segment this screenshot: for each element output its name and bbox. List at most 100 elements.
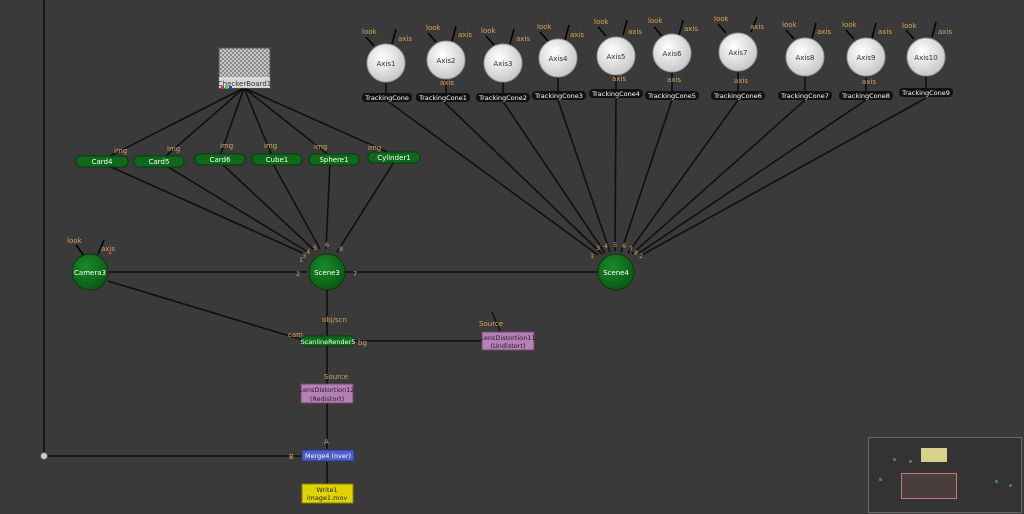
write1-node[interactable]: Write1 image1.mov bbox=[301, 483, 354, 504]
lens-distortion11-node[interactable]: LensDistortion11 (Undistort) Source bbox=[479, 320, 536, 351]
tracking-cone6-label: TrackingCone6 bbox=[713, 92, 762, 100]
minimap-node-dot bbox=[909, 460, 912, 463]
tracking-cone1-label: TrackingCone1 bbox=[418, 94, 467, 102]
axis1-label: Axis1 bbox=[377, 60, 396, 68]
camera3-node[interactable]: Camera3 look axis bbox=[67, 237, 115, 291]
camera3-look-input: look bbox=[67, 237, 83, 245]
axis7-look-input: look bbox=[714, 15, 730, 23]
axis7-node[interactable]: Axis7 look axis axis bbox=[714, 15, 764, 85]
lens-distortion12-source-input: Source bbox=[324, 373, 348, 381]
scanline-bg-input: bg bbox=[358, 339, 367, 347]
axis3-look-input: look bbox=[481, 27, 497, 35]
axis8-look-input: look bbox=[782, 21, 798, 29]
lens-distortion12-sublabel: (Redistort) bbox=[310, 395, 344, 403]
axis2-axis-out: axis bbox=[440, 79, 454, 87]
tracking-cone-label: TrackingCone bbox=[364, 94, 409, 102]
card5-img-input: img bbox=[167, 145, 180, 153]
card5-node[interactable]: Card5 img bbox=[133, 145, 185, 168]
axis9-node[interactable]: Axis9 look axis axis bbox=[842, 21, 892, 86]
tracking-cone6-node[interactable]: TrackingCone6 bbox=[711, 91, 765, 100]
cube1-node[interactable]: Cube1 img bbox=[251, 142, 303, 166]
tracking-cone9-label: TrackingCone9 bbox=[901, 89, 950, 97]
axis8-node[interactable]: Axis8 look axis bbox=[782, 21, 831, 77]
axis4-axis-input: axis bbox=[570, 31, 584, 39]
scene4-label: Scene4 bbox=[603, 269, 629, 277]
axis2-label: Axis2 bbox=[437, 57, 456, 65]
cylinder1-node[interactable]: Cylinder1 img bbox=[367, 144, 421, 164]
dot-node[interactable] bbox=[40, 452, 48, 460]
wires bbox=[43, 0, 927, 484]
axis5-label: Axis5 bbox=[607, 53, 626, 61]
tracking-cone9-node[interactable]: TrackingCone9 bbox=[899, 88, 953, 97]
tracking-cone2-node[interactable]: TrackingCone2 bbox=[476, 93, 530, 102]
tracking-cone1-node[interactable]: TrackingCone1 bbox=[416, 93, 470, 102]
card6-node[interactable]: Card6 img bbox=[194, 142, 246, 166]
axis1-look-input: look bbox=[362, 28, 378, 36]
axis6-node[interactable]: Axis6 look axis axis bbox=[648, 17, 698, 84]
input-stubs bbox=[75, 16, 937, 257]
axis6-axis-out: axis bbox=[667, 76, 681, 84]
scene4-node[interactable]: Scene4 1 3 4 5 6 7 8 2 bbox=[590, 241, 643, 291]
axis10-look-input: look bbox=[902, 22, 918, 30]
card4-img-input: img bbox=[114, 147, 127, 155]
minimap-node-dot bbox=[1009, 484, 1012, 487]
card4-node[interactable]: Card4 img bbox=[75, 147, 129, 168]
sphere1-label: Sphere1 bbox=[319, 156, 348, 164]
axis3-node[interactable]: Axis3 look axis bbox=[481, 27, 530, 83]
axis2-node[interactable]: Axis2 look axis axis bbox=[426, 24, 472, 87]
axis9-label: Axis9 bbox=[857, 54, 876, 62]
minimap-navigator[interactable] bbox=[868, 437, 1022, 513]
cube1-img-input: img bbox=[264, 142, 277, 150]
tracking-cone3-node[interactable]: TrackingCone3 bbox=[532, 91, 586, 100]
axis10-label: Axis10 bbox=[914, 54, 937, 62]
minimap-node-dot bbox=[893, 458, 896, 461]
tracking-cone8-node[interactable]: TrackingCone8 bbox=[839, 91, 893, 100]
scene4-input-8: 8 bbox=[634, 249, 638, 257]
tracking-cone4-label: TrackingCone4 bbox=[591, 90, 640, 98]
axis5-node[interactable]: Axis5 look axis axis bbox=[594, 18, 642, 83]
axis9-axis-out: axis bbox=[862, 78, 876, 86]
cylinder1-label: Cylinder1 bbox=[377, 154, 410, 162]
scene4-input-6: 6 bbox=[622, 242, 626, 250]
lens-distortion12-label: LensDistortion12 bbox=[299, 386, 354, 394]
scene3-input-8: 8 bbox=[339, 245, 343, 253]
merge4-b-input: B bbox=[289, 453, 294, 461]
scanline-obj-input: obj/scn bbox=[322, 316, 347, 324]
merge4-a-input: A bbox=[324, 438, 329, 446]
scene4-input-7: 7 bbox=[629, 245, 633, 253]
tracking-cone5-node[interactable]: TrackingCone5 bbox=[645, 91, 699, 100]
axis6-label: Axis6 bbox=[663, 50, 683, 58]
axis7-axis-out: axis bbox=[734, 77, 748, 85]
camera3-label: Camera3 bbox=[74, 269, 106, 277]
tracking-cone7-label: TrackingCone7 bbox=[780, 92, 829, 100]
axis1-axis-input: axis bbox=[398, 35, 412, 43]
axis4-node[interactable]: Axis4 look axis bbox=[537, 23, 584, 78]
lens-distortion11-sublabel: (Undistort) bbox=[490, 342, 525, 350]
minimap-viewport[interactable] bbox=[901, 473, 957, 499]
scene3-node[interactable]: Scene3 1 3 4 5 6 8 2 7 bbox=[296, 241, 357, 291]
card5-label: Card5 bbox=[149, 158, 170, 166]
checkerboard-node[interactable]: CheckerBoard1 bbox=[218, 47, 272, 89]
tracking-cone-node[interactable]: TrackingCone bbox=[362, 93, 412, 102]
tracking-cone4-node[interactable]: TrackingCone4 bbox=[589, 89, 643, 98]
tracking-cone7-node[interactable]: TrackingCone7 bbox=[778, 91, 832, 100]
tracking-cone2-label: TrackingCone2 bbox=[478, 94, 527, 102]
lens-distortion12-node[interactable]: LensDistortion12 (Redistort) Source bbox=[299, 373, 355, 404]
axis4-label: Axis4 bbox=[549, 55, 569, 63]
merge4-node[interactable]: Merge4 (over) A B bbox=[289, 438, 355, 462]
merge4-label: Merge4 (over) bbox=[305, 452, 351, 460]
scanline-render5-node[interactable]: ScanlineRender5 obj/scn cam bg bbox=[288, 316, 367, 347]
axis3-axis-input: axis bbox=[516, 35, 530, 43]
minimap-node bbox=[921, 448, 947, 462]
axis10-node[interactable]: Axis10 look axis bbox=[902, 22, 952, 77]
tracking-cone3-label: TrackingCone3 bbox=[534, 92, 583, 100]
scene4-input-3: 3 bbox=[596, 244, 600, 252]
write1-sublabel: image1.mov bbox=[307, 494, 348, 502]
lens-distortion11-source-input: Source bbox=[479, 320, 503, 328]
axis1-node[interactable]: Axis1 look axis bbox=[362, 28, 412, 83]
axis9-look-input: look bbox=[842, 21, 858, 29]
scene3-input-3: 3 bbox=[302, 252, 306, 260]
sphere1-node[interactable]: Sphere1 img bbox=[308, 143, 360, 166]
scene3-input-2: 2 bbox=[296, 270, 300, 278]
